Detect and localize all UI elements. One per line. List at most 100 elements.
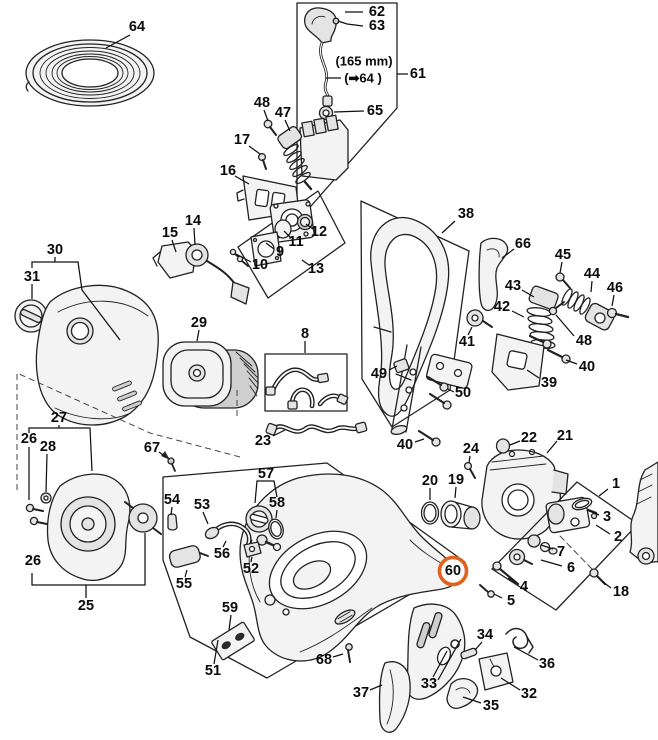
part-label-46-25: 46 (607, 280, 623, 296)
screw-4 (492, 561, 502, 571)
spring-wire-36 (505, 627, 529, 650)
leader-line-15-10 (171, 239, 177, 253)
section-boundary-dashes (16, 372, 241, 490)
leader-line-22-36 (509, 440, 521, 446)
part-label-68-58: 68 (316, 652, 332, 668)
part-label-62-1: 62 (369, 4, 385, 20)
gear-7b (539, 541, 551, 553)
part-label-49-32: 49 (371, 366, 387, 382)
part-label-32-63: 32 (521, 686, 537, 702)
leader-line-40-34 (414, 438, 425, 443)
part-label-5-46: 5 (507, 593, 515, 609)
leader-line-33-62 (437, 638, 462, 681)
screw-26b (29, 516, 39, 526)
part-label-13-15: 13 (308, 261, 324, 277)
leader-line-9-13 (265, 242, 275, 250)
rear-handle-parts (378, 603, 534, 733)
gasket-3 (571, 497, 593, 511)
part-label-8-19: 8 (301, 326, 309, 342)
leader-line-33-62 (432, 650, 448, 678)
screw-46 (606, 307, 618, 319)
plug-boot-cap (277, 126, 303, 150)
part-label-28-69: 28 (40, 439, 56, 455)
part-label-15-10: 15 (162, 225, 178, 241)
part-label-66-22: 66 (515, 236, 531, 252)
leader-line-58-51 (275, 509, 278, 519)
leader-line-19-39 (454, 486, 457, 499)
part-label-12-11: 12 (311, 224, 327, 240)
leader-line-21-37 (546, 440, 558, 454)
part-label-33-62: 33 (421, 676, 437, 692)
part-label-2-42: 2 (614, 529, 622, 545)
leader-line-23-20 (272, 429, 286, 437)
part-label-51-57: 51 (205, 663, 221, 679)
grip-screw-63 (332, 17, 340, 25)
starter-grip-inset-box (296, 2, 398, 223)
leader-line-32-63 (500, 677, 521, 691)
part-label-67-55: 67 (144, 440, 160, 456)
part-label-26-66: 26 (21, 431, 37, 447)
part-label-55-54: 55 (176, 576, 192, 592)
part-label-36-61: 36 (539, 656, 555, 672)
leader-line-11-12 (283, 230, 292, 239)
leader-line-53-49 (202, 511, 209, 525)
leader-line-18-47 (602, 581, 612, 589)
part-label-3-41: 3 (603, 509, 611, 525)
leader-line-65-4 (333, 110, 365, 113)
leader-line-55-54 (184, 569, 188, 578)
part-label-30-16: 30 (47, 242, 63, 258)
leader-line-24-35 (468, 455, 471, 464)
hose-flange-53 (204, 526, 220, 540)
leader-line-54-48 (170, 506, 173, 516)
part-label-20-38: 20 (422, 473, 438, 489)
part-label-63-2: 63 (369, 18, 385, 34)
starter-rope-drawing (319, 41, 330, 100)
sleeve-19 (463, 506, 481, 530)
part-label-17-7: 17 (234, 132, 250, 148)
leader-line-7-43 (540, 544, 554, 550)
av-mount-group (466, 237, 630, 391)
leader-line-56-52 (222, 540, 227, 548)
part-label-47-6: 47 (275, 105, 291, 121)
part-label-58-51: 58 (269, 495, 285, 511)
screw-40a (542, 339, 552, 349)
part-label-7-43: 7 (557, 544, 565, 560)
part-label-4-45: 4 (520, 579, 528, 595)
part-label-24-35: 24 (463, 441, 479, 457)
grommet-54 (167, 513, 178, 531)
engine-group (420, 438, 569, 540)
part-label-35-64: 35 (483, 698, 499, 714)
part-label-6-44: 6 (567, 560, 575, 576)
nut-49 (393, 358, 410, 374)
leader-line-14-9 (193, 227, 196, 246)
leader-line-35-64 (462, 696, 482, 704)
leader-line-36-61 (513, 646, 539, 661)
leader-line-27-68 (28, 427, 93, 472)
switch-shaft-group (152, 241, 250, 305)
leader-line-43-26 (521, 289, 535, 298)
top-cover-group (14, 284, 159, 426)
carburetor-box-group (229, 190, 346, 299)
leader-line-59-56 (228, 614, 232, 631)
leader-line-45-23 (559, 261, 563, 274)
part-label-65-4: 65 (367, 103, 383, 119)
part-label-25-65: 25 (78, 598, 94, 614)
leader-line-6-44 (540, 559, 563, 567)
leader-line-57-50 (254, 480, 278, 504)
leader-line-49-32 (388, 365, 398, 371)
right-edge-partial-part (629, 461, 658, 565)
part-label-43-26: 43 (505, 278, 521, 294)
leader-line-40-29 (565, 359, 578, 365)
oil-pump-group (479, 481, 639, 611)
part-label-22-36: 22 (521, 430, 537, 446)
part-label-34-60: 34 (477, 627, 493, 643)
leader-line-29-18 (196, 329, 200, 342)
screw-24 (463, 461, 473, 471)
leader-line-16-8 (234, 175, 250, 185)
part-label-48-5: 48 (254, 95, 270, 111)
screw-18 (589, 568, 599, 578)
throttle-trigger-35 (446, 678, 479, 709)
handlebar-group (360, 200, 473, 447)
screw-40b (561, 354, 571, 364)
part-label-45-23: 45 (555, 247, 571, 263)
